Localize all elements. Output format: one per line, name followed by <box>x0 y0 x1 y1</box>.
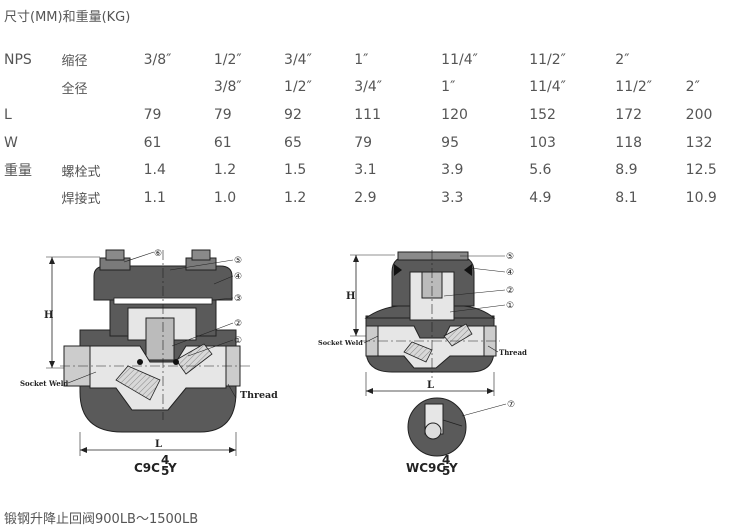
table-cell: 11/4″ <box>529 79 566 96</box>
table-cell: 92 <box>284 106 302 123</box>
row-group-label: NPS <box>4 51 32 68</box>
row-sub-label: 螺栓式 <box>61 164 101 180</box>
table-cell: 2.9 <box>354 189 377 206</box>
drawing-wc9c: H L Socket Weld Thread <box>318 250 527 478</box>
table-cell: 1/2″ <box>213 51 242 68</box>
wc9c-thread-label: Thread <box>499 348 527 357</box>
table-cell: 3/4″ <box>284 51 312 68</box>
c9c-callout-6: ⑥ <box>154 249 162 259</box>
table-cell: 200 <box>685 106 713 123</box>
table-row: L 79 79 92 111 120 152 172 200 <box>0 101 756 129</box>
table-cell: 2″ <box>685 79 700 96</box>
row-group-label: L <box>4 106 12 123</box>
wc9c-socket-weld-label: Socket Weld <box>318 339 363 347</box>
table-row: 全径 3/8″ 1/2″ 3/4″ 1″ 11/4″ 11/2″ 2″ <box>0 74 756 102</box>
row-group-label: W <box>4 134 18 151</box>
wc9c-callout-7: ⑦ <box>507 400 515 410</box>
table-cell: 1.1 <box>143 189 166 206</box>
table-cell: 3/8″ <box>213 79 242 96</box>
c9c-callout-4: ④ <box>234 272 242 282</box>
wc9c-model-sup: 4 <box>442 453 450 467</box>
table-row: 重量 螺栓式 1.4 1.2 1.5 3.1 3.9 5.6 8.9 12.5 <box>0 156 756 184</box>
table-cell: 118 <box>615 134 643 151</box>
table-cell: 1/2″ <box>284 79 312 96</box>
table-cell: 11/2″ <box>529 51 566 68</box>
row-sub-label: 全径 <box>61 81 88 97</box>
figure-caption: 锻钢升降止回阀900LB～1500LB <box>4 512 199 527</box>
table-cell: 3/8″ <box>143 51 172 68</box>
wc9c-dim-l: L <box>427 380 434 391</box>
c9c-callout-1: ① <box>234 336 242 346</box>
table-cell: 1.5 <box>284 162 307 179</box>
wc9c-model-main: WC9C <box>406 461 445 475</box>
table-cell: 95 <box>441 134 459 151</box>
c9c-dim-h: H <box>44 310 53 321</box>
wc9c-model-tail: Y <box>448 461 458 475</box>
table-cell: 3.1 <box>354 162 377 179</box>
table-cell: 11/4″ <box>441 51 478 68</box>
table-cell: 3/4″ <box>354 79 383 96</box>
wc9c-dim-h: H <box>346 291 355 302</box>
table-row: NPS 缩径 3/8″ 1/2″ 3/4″ 1″ 11/4″ 11/2″ 2″ <box>0 46 756 74</box>
c9c-thread-label: Thread <box>240 390 278 401</box>
wc9c-callout-4: ④ <box>506 268 514 278</box>
table-cell: 1.2 <box>213 162 237 179</box>
table-cell: 132 <box>685 134 713 151</box>
c9c-model-sup: 4 <box>161 453 169 467</box>
c9c-callout-3: ③ <box>234 294 242 304</box>
c9c-model-main: C9C <box>134 461 160 475</box>
table-cell: 172 <box>615 106 643 123</box>
table-row: W 61 61 65 79 95 103 118 132 <box>0 129 756 157</box>
table-cell: 8.9 <box>615 162 638 179</box>
c9c-model-sub: 5 <box>161 464 169 478</box>
drawing-c9c: H L <box>20 249 278 478</box>
row-sub-label: 缩径 <box>61 54 88 70</box>
row-group-label: 重量 <box>4 163 32 180</box>
table-cell: 8.1 <box>615 189 638 206</box>
table-row: 焊接式 1.1 1.0 1.2 2.9 3.3 4.9 8.1 10.9 <box>0 184 756 212</box>
table-cell: 1.0 <box>213 189 237 206</box>
table-cell: 79 <box>213 106 232 123</box>
spec-table: NPS 缩径 3/8″ 1/2″ 3/4″ 1″ 11/4″ 11/2″ 2″ 全径 3/8″ 1/2… <box>0 46 756 212</box>
wc9c-callout-2: ② <box>506 286 514 296</box>
wc9c-callout-5: ⑤ <box>506 252 514 262</box>
table-cell: 3.3 <box>441 189 464 206</box>
table-cell: 3.9 <box>441 162 464 179</box>
table-cell: 4.9 <box>529 189 552 206</box>
table-cell: 1″ <box>354 51 369 68</box>
c9c-socket-weld-label: Socket Weld <box>20 379 68 388</box>
table-cell: 152 <box>529 106 556 123</box>
spec-title: 尺寸(MM)和重量(KG) <box>4 10 131 25</box>
c9c-callout-5: ⑤ <box>234 256 242 266</box>
c9c-dim-l: L <box>155 439 162 450</box>
table-cell: 2″ <box>615 51 630 68</box>
c9c-callout-2: ② <box>234 319 242 329</box>
table-cell: 79 <box>143 106 162 123</box>
table-cell: 10.9 <box>685 189 717 206</box>
table-cell: 65 <box>284 134 302 151</box>
table-cell: 1.4 <box>143 162 166 179</box>
table-cell: 61 <box>213 134 232 151</box>
table-cell: 5.6 <box>529 162 552 179</box>
table-cell: 11/2″ <box>615 79 652 96</box>
table-cell: 120 <box>441 106 468 123</box>
c9c-model-tail: Y <box>167 461 177 475</box>
table-cell: 111 <box>354 106 381 123</box>
table-cell: 1″ <box>441 79 456 96</box>
table-cell: 61 <box>143 134 162 151</box>
table-cell: 1.2 <box>284 189 307 206</box>
table-cell: 79 <box>354 134 373 151</box>
table-cell: 103 <box>529 134 556 151</box>
wc9c-model-sub: 5 <box>442 464 450 478</box>
row-sub-label: 焊接式 <box>61 192 101 208</box>
table-cell: 12.5 <box>685 162 717 179</box>
wc9c-callout-1: ① <box>506 301 514 311</box>
